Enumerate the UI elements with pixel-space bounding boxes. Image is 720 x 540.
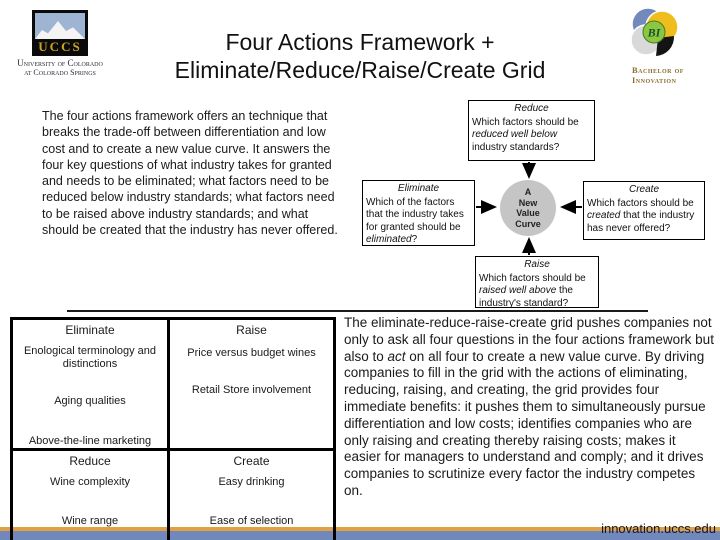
footer-gold-bar (0, 527, 720, 531)
grid-item: Above-the-line marketing (28, 435, 152, 447)
diagram-box-eliminate: Eliminate Which of the factors that the … (362, 180, 475, 246)
grid-item: Easy drinking (218, 476, 285, 488)
grid-item: Wine complexity (49, 476, 131, 488)
diagram-box-raise: Raise Which factors should be raised wel… (475, 256, 599, 309)
grid-cell-reduce: Reduce Wine complexity Wine range (13, 451, 170, 540)
bi-wordmark: Bachelor of Innovation (632, 65, 684, 85)
uccs-mountain-icon: UCCS (32, 10, 88, 56)
diagram-box-eliminate-title: Eliminate (397, 183, 440, 194)
bachelor-of-innovation-logo: BI Bachelor of Innovation (628, 6, 698, 85)
grid-item: Wine range (61, 515, 119, 527)
section-divider-line (67, 310, 648, 312)
grid-item: Ease of selection (209, 515, 294, 527)
diagram-box-create: Create Which factors should be created t… (583, 181, 705, 240)
title-line-2: Eliminate/Reduce/Raise/Create Grid (174, 57, 546, 83)
bi-monogram: BI (647, 26, 662, 40)
new-value-curve-circle: A New Value Curve (500, 180, 556, 236)
grid-cell-create: Create Easy drinking Ease of selection (170, 451, 333, 540)
grid-item: Price versus budget wines (187, 347, 316, 359)
uccs-logo: UCCS University of Colorado at Colorado … (0, 10, 120, 78)
grid-cell-create-header: Create (233, 454, 270, 468)
errc-grid-table: Eliminate Enological terminology and dis… (10, 317, 336, 540)
footer-url: innovation.uccs.edu (601, 521, 716, 536)
grid-cell-eliminate-header: Eliminate (65, 323, 115, 337)
grid-item: Retail Store involvement (191, 384, 312, 396)
diagram-box-reduce: Reduce Which factors should be reduced w… (468, 100, 595, 161)
grid-item: Aging qualities (54, 395, 126, 407)
intro-paragraph: The four actions framework offers an tec… (42, 109, 338, 238)
footer-blue-bar (0, 531, 720, 540)
grid-cell-raise: Raise Price versus budget wines Retail S… (170, 320, 333, 448)
page-title: Four Actions Framework + Eliminate/Reduc… (110, 28, 610, 84)
diagram-box-raise-title: Raise (524, 259, 550, 270)
grid-item: Enological terminology and distinctions (23, 345, 157, 370)
closing-paragraph: The eliminate-reduce-raise-create grid p… (344, 315, 714, 498)
bi-pinwheel-icon: BI (630, 7, 679, 56)
grid-cell-eliminate: Eliminate Enological terminology and dis… (13, 320, 170, 448)
diagram-arrows (476, 162, 582, 255)
grid-cell-reduce-header: Reduce (69, 454, 111, 468)
title-line-1: Four Actions Framework + (225, 29, 495, 55)
diagram-box-create-title: Create (628, 184, 659, 195)
uccs-university-name: University of Colorado at Colorado Sprin… (17, 58, 103, 77)
grid-cell-raise-header: Raise (236, 323, 267, 337)
uccs-acronym: UCCS (38, 39, 82, 54)
diagram-box-reduce-title: Reduce (514, 103, 549, 114)
